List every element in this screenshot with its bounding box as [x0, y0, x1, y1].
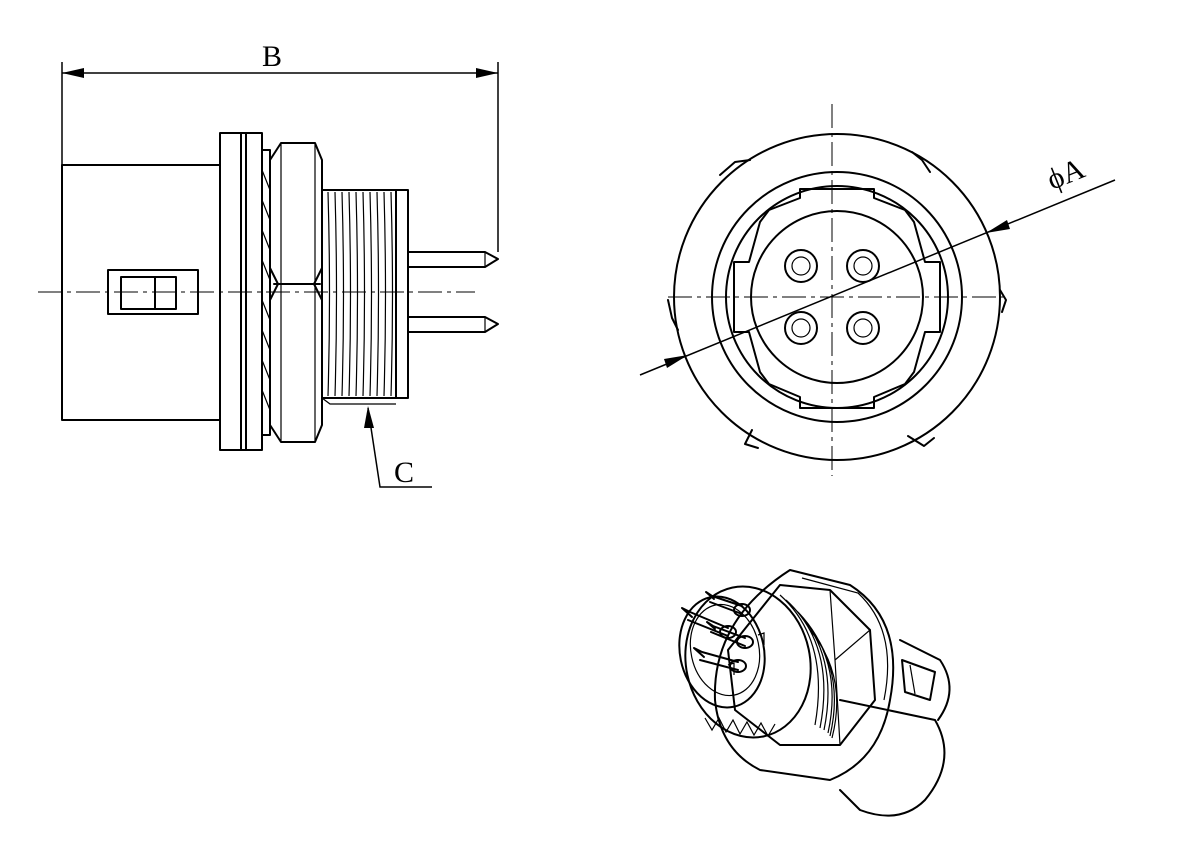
iso-contacts	[681, 591, 765, 675]
front-view: ϕA	[639, 104, 1116, 476]
threaded-barrel	[321, 189, 409, 405]
thread-callout: C	[364, 406, 432, 489]
dimension-b: B	[61, 40, 499, 252]
iso-barrel	[684, 585, 812, 739]
iso-flange	[713, 569, 895, 781]
side-view: B	[38, 40, 499, 489]
insert-key-outline	[733, 188, 941, 409]
dimension-a: ϕA	[639, 152, 1116, 376]
dimension-a-label: ϕA	[1042, 152, 1089, 197]
pins	[407, 251, 499, 333]
thread-label: C	[394, 456, 414, 489]
contact-holes	[784, 249, 880, 345]
dimension-b-label: B	[262, 40, 282, 73]
iso-view	[678, 569, 951, 817]
iso-front-face	[678, 595, 766, 709]
